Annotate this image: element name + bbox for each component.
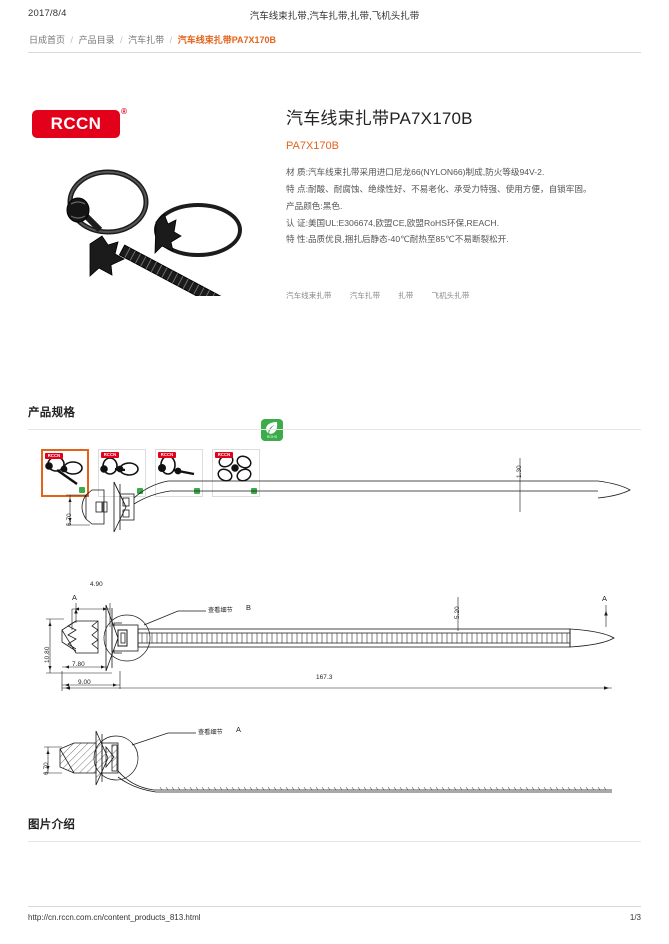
footer-page-number: 1/3 — [629, 913, 641, 922]
dim-total-length: 167.3 — [316, 674, 333, 681]
rccn-logo-text: RCCN — [50, 114, 102, 133]
thumbnail-4[interactable]: RCCN — [212, 449, 260, 497]
spec-certification: 认 证:美国UL:E306674,欧盟CE,欧盟RoHS环保,REACH. — [286, 217, 499, 228]
drawing-middle-svg — [46, 597, 615, 691]
breadcrumb-item-current: 汽车线束扎带PA7X170B — [177, 35, 277, 45]
detail-annotation-b: 查看细节 — [208, 607, 233, 614]
drawing-bottom: 6.70 查看细节 A — [28, 725, 641, 810]
tag-2[interactable]: 汽车扎带 — [349, 291, 381, 300]
section-mark-left: A — [72, 593, 77, 602]
drawing-middle: 4.90 10.80 7.80 9.00 5.20 查看细节 B A A — [28, 575, 641, 695]
thumbnail-4-image — [217, 454, 252, 482]
breadcrumb-separator: / — [120, 35, 123, 45]
spec-property: 特 性:品质优良,捆扎后静态-40℃耐热至85℃不易断裂松开. — [286, 234, 509, 245]
thumbnail-eco-badge — [137, 488, 143, 494]
dim-strap-thickness: 1.30 — [516, 465, 523, 478]
drawing-length-dim: 167.3 — [28, 674, 641, 694]
specs-divider — [28, 429, 641, 430]
thumbnail-3-image — [157, 455, 195, 476]
product-title: 汽车线束扎带PA7X170B — [286, 109, 473, 128]
thumbnail-2-image — [100, 457, 139, 476]
print-header-title: 汽车线束扎带,汽车扎带,扎带,飞机头扎带 — [249, 11, 420, 22]
thumbnail-brand-badge: RCCN — [158, 452, 176, 458]
thumbnail-3[interactable]: RCCN — [155, 449, 203, 497]
thumbnail-strip: RCCN RCCN — [41, 449, 271, 499]
tag-3[interactable]: 扎带 — [398, 291, 414, 300]
thumbnail-2[interactable]: RCCN — [98, 449, 146, 497]
breadcrumb-separator: / — [70, 35, 74, 45]
thumbnail-eco-badge — [79, 487, 85, 493]
breadcrumb-separator: / — [169, 35, 173, 45]
product-tags: 汽车线束扎带 汽车扎带 扎带 飞机头扎带 — [286, 290, 485, 301]
spec-features: 特 点:耐酸、耐腐蚀、绝缘性好、不易老化、承受力特强、使用方便，自锁牢固。 — [286, 184, 592, 194]
dim-section-height: 6.70 — [43, 762, 50, 775]
drawing-bottom-svg — [44, 730, 612, 793]
dim-base-width: 7.80 — [72, 661, 85, 668]
footer-url[interactable]: http://cn.rccn.com.cn/content_products_8… — [28, 913, 201, 922]
section-mark-right: A — [602, 594, 607, 603]
dim-head-diameter: 10.80 — [44, 646, 51, 664]
thumbnail-brand-badge: RCCN — [101, 452, 119, 458]
thumbnail-1[interactable]: RCCN — [41, 449, 89, 497]
rccn-logo: RCCN ® — [32, 107, 127, 138]
spec-color: 产品颜色:黑色. — [286, 200, 343, 211]
breadcrumb-item-category[interactable]: 汽车扎带 — [128, 35, 165, 45]
thumbnail-brand-badge: RCCN — [45, 453, 63, 459]
registered-trademark-icon: ® — [121, 107, 127, 116]
detail-label-b: B — [246, 603, 251, 612]
print-header-date: 2017/8/4 — [28, 8, 67, 19]
product-info: 汽车线束扎带PA7X170B PA7X170B 材 质:汽车线束扎带采用进口尼龙… — [286, 108, 641, 300]
detail-annotation-a: 查看细节 — [198, 729, 223, 736]
drawing-top: 6.70 1.30 — [28, 440, 641, 535]
breadcrumb: 日成首页 / 产品目录 / 汽车扎带 / 汽车线束扎带PA7X170B — [29, 33, 276, 46]
spec-material: 材 质:汽车线束扎带采用进口尼龙66(NYLON66)制成,防火等级94V-2. — [286, 167, 545, 178]
header-divider — [28, 52, 641, 53]
product-hero-image[interactable] — [28, 144, 268, 296]
print-header: 汽车线束扎带,汽车扎带,扎带,飞机头扎带 2017/8/4 — [28, 8, 641, 28]
detail-label-a: A — [236, 725, 241, 734]
rohs-leaf-icon — [266, 422, 278, 434]
drawing-top-svg — [66, 458, 631, 533]
specs-section-header: 产品规格 — [28, 404, 641, 430]
specs-heading: 产品规格 — [28, 407, 76, 419]
dim-head-width: 4.90 — [90, 581, 103, 588]
rohs-label: ROHS — [266, 435, 278, 439]
gallery-divider — [28, 841, 641, 842]
tag-1[interactable]: 汽车线束扎带 — [286, 291, 332, 300]
footer-divider — [28, 906, 641, 907]
breadcrumb-item-catalog[interactable]: 产品目录 — [78, 35, 115, 45]
product-code: PA7X170B — [286, 140, 340, 153]
rohs-badge: ROHS — [261, 419, 283, 441]
breadcrumb-item-home[interactable]: 日成首页 — [29, 35, 66, 45]
gallery-heading: 图片介绍 — [28, 819, 76, 831]
gallery-section-header: 图片介绍 — [28, 816, 641, 842]
dim-strap-width: 5.20 — [454, 606, 461, 619]
dim-head-height: 6.70 — [66, 513, 73, 526]
print-footer: http://cn.rccn.com.cn/content_products_8… — [28, 913, 641, 927]
thumbnail-brand-badge: RCCN — [215, 452, 233, 458]
dim-flange-width: 9.00 — [78, 679, 91, 686]
tag-4[interactable]: 飞机头扎带 — [431, 291, 470, 300]
